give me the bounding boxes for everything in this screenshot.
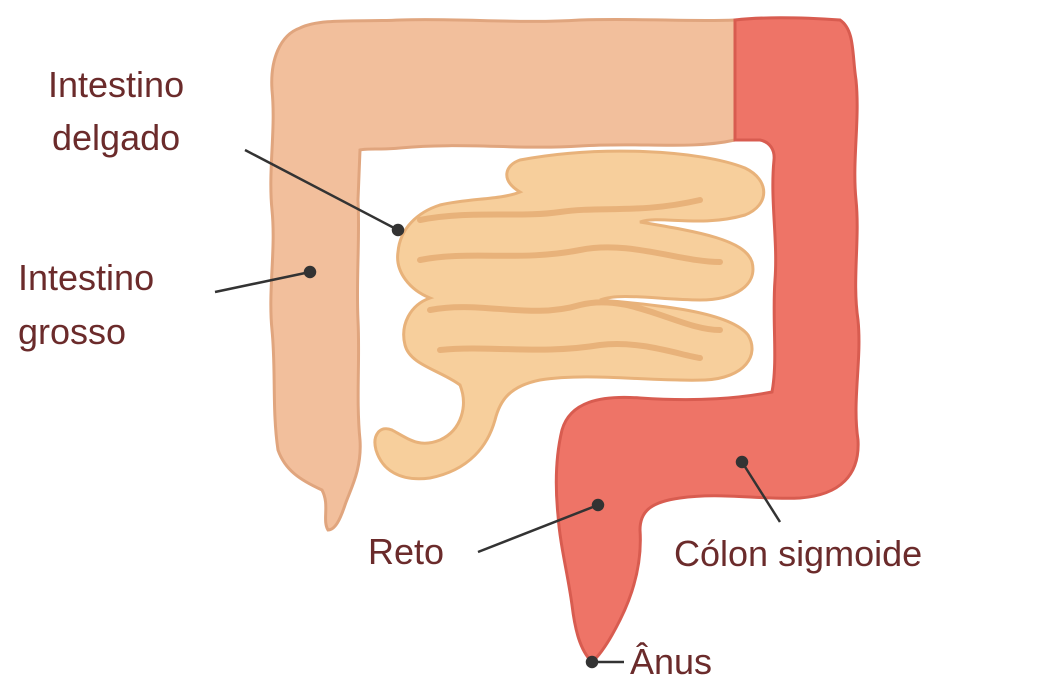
label-rectum: Reto — [368, 531, 444, 572]
pointer-dot-sigmoid — [737, 457, 747, 467]
pointer-dot-small-intestine — [393, 225, 403, 235]
label-anus: Ânus — [630, 641, 712, 682]
label-sigmoid-colon: Cólon sigmoide — [674, 533, 922, 574]
label-small-intestine-line2: delgado — [52, 117, 180, 158]
label-large-intestine-line1: Intestino — [18, 257, 154, 298]
label-small-intestine-line1: Intestino — [48, 64, 184, 105]
pointer-dot-rectum — [593, 500, 603, 510]
pointer-dot-anus — [587, 657, 597, 667]
label-large-intestine-line2: grosso — [18, 311, 126, 352]
pointer-dot-large-intestine — [305, 267, 315, 277]
